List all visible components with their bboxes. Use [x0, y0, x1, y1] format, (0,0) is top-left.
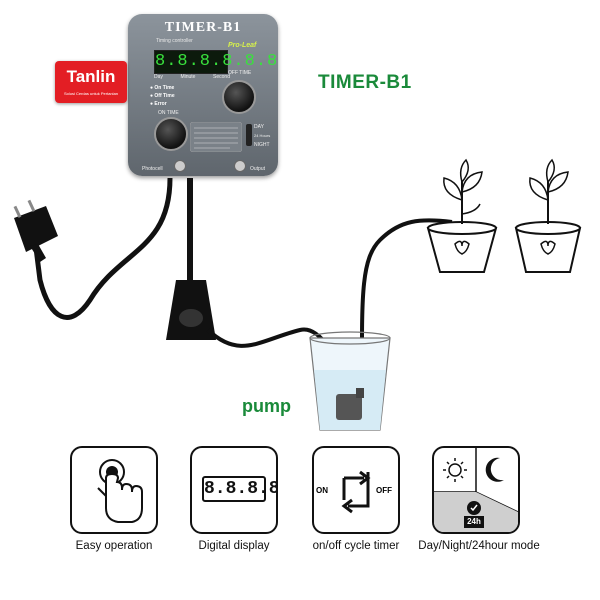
sun-moon-icon: [434, 448, 518, 532]
pump-label: pump: [242, 396, 291, 416]
plant-pot-right-icon: [514, 158, 582, 273]
lcd-label-day: Day: [154, 74, 163, 80]
hand-touch-icon: [97, 459, 143, 523]
mode-error: ● Error: [150, 101, 167, 107]
tanlin-logo: Tanlin: [66, 67, 116, 86]
lcd-label-second: Second: [213, 74, 230, 80]
device-subtitle: Timing controller: [156, 38, 193, 44]
switch-24h: 24 Hours: [254, 133, 271, 138]
output-label: Output: [250, 166, 266, 172]
power-plug-icon: [13, 199, 58, 262]
mode-on-time: ● On Time: [150, 85, 175, 91]
mode-switch[interactable]: [246, 124, 252, 146]
on-time-knob[interactable]: [154, 117, 188, 151]
mode-indicators: ● On Time ● Off Time ● Error: [150, 84, 175, 108]
feature-cycle-timer-label: on/off cycle timer: [312, 540, 400, 552]
product-heading: TIMER-B1: [318, 72, 412, 93]
pump-icon: [336, 388, 364, 420]
photocell-label: Photocell: [142, 166, 163, 172]
feature-easy-operation: [70, 446, 158, 534]
cycle-off-label: OFF: [376, 486, 392, 495]
device-brand: Pro-Leaf: [228, 42, 257, 49]
mode-off-time: ● Off Time: [150, 93, 175, 99]
plant-pot-left-icon: [426, 158, 498, 273]
cycle-icon: [341, 470, 371, 514]
switch-night: NIGHT: [254, 142, 270, 148]
output-port: [234, 160, 246, 172]
tanlin-tagline: Solusi Cerdas untuk Pertanian: [63, 91, 119, 96]
feature-day-night-mode: 24h: [432, 446, 520, 534]
feature-digital-display-label: Digital display: [198, 540, 270, 552]
instruction-panel: [190, 122, 242, 152]
feature-easy-operation-label: Easy operation: [75, 540, 153, 552]
24h-badge: 24h: [467, 517, 481, 526]
feature-day-night-mode-label: Day/Night/24hour mode: [418, 540, 540, 552]
off-time-label: OFF TIME: [228, 70, 252, 76]
off-time-knob[interactable]: [222, 80, 256, 114]
digital-display-icon: 8.8.8.8.: [202, 476, 276, 502]
tanlin-badge: Tanlin Solusi Cerdas untuk Pertanian: [55, 61, 127, 103]
setup-illustration: [13, 158, 582, 431]
feature-digital-display: 8.8.8.8.: [190, 446, 278, 534]
switch-day: DAY: [254, 124, 264, 130]
power-socket-icon: [166, 280, 216, 340]
plug-cable: [33, 177, 173, 320]
cycle-on-label: ON: [316, 486, 328, 495]
lcd-label-minute: Minute: [180, 74, 196, 80]
timer-device: TIMER-B1 Timing controller Pro-Leaf 8.8.…: [128, 14, 278, 176]
feature-cycle-timer: ON OFF: [312, 446, 400, 534]
on-time-label: ON TIME: [158, 110, 179, 116]
photocell-port: [174, 160, 186, 172]
lcd-labels: Day Minute Second: [154, 74, 230, 80]
device-title: TIMER-B1: [164, 20, 242, 35]
